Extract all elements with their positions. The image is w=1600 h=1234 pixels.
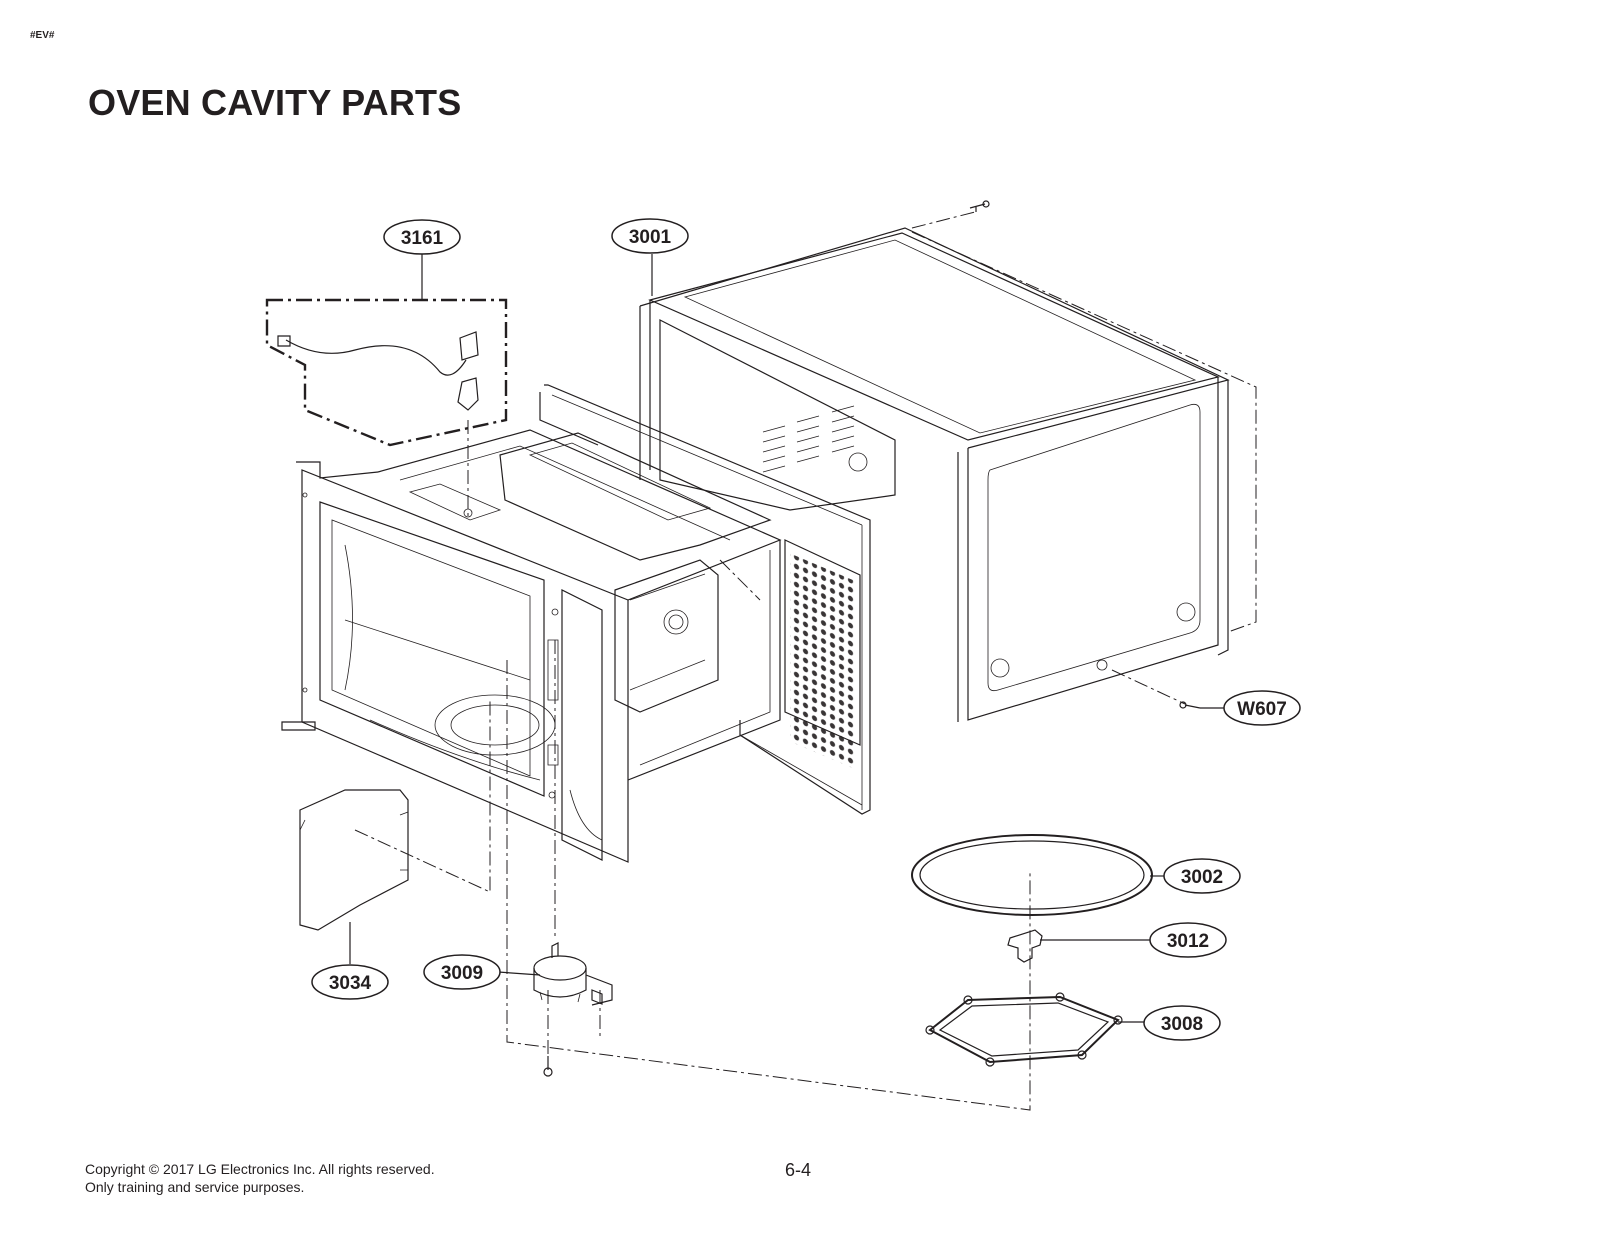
- turntable-motor: [533, 942, 613, 1006]
- callout-3161-label: 3161: [401, 228, 444, 249]
- callout-3161: 3161: [383, 219, 461, 255]
- callout-3009: 3009: [423, 954, 501, 990]
- roller-ring: [925, 992, 1123, 1067]
- callout-3034: 3034: [311, 964, 389, 1000]
- copyright-line: Copyright © 2017 LG Electronics Inc. All…: [85, 1161, 435, 1177]
- callout-3002: 3002: [1163, 858, 1241, 894]
- page-title: OVEN CAVITY PARTS: [88, 82, 462, 123]
- screw-w607-icon: [1179, 701, 1201, 709]
- projection-lines: [354, 211, 1257, 1111]
- callout-3012-label: 3012: [1167, 931, 1209, 952]
- waveguide-cover: [299, 789, 409, 931]
- leader-lines: [349, 254, 1224, 1023]
- glass-tray: [911, 834, 1153, 916]
- screw-bottom-icon: [543, 1056, 553, 1077]
- callout-3012: 3012: [1149, 922, 1227, 958]
- callout-3008: 3008: [1143, 1005, 1221, 1041]
- coupler: [1007, 929, 1043, 963]
- callout-3001-label: 3001: [629, 227, 672, 248]
- screw-icon: [969, 200, 990, 212]
- document-tag: #EV#: [30, 30, 55, 41]
- callout-3009-label: 3009: [441, 963, 483, 984]
- oven-cavity-assembly: [281, 384, 871, 863]
- outer-cabinet: [639, 227, 1230, 722]
- purpose-line: Only training and service purposes.: [85, 1179, 305, 1195]
- page-number: 6-4: [785, 1160, 812, 1180]
- copyright-footer: Copyright © 2017 LG Electronics Inc. All…: [85, 1160, 435, 1196]
- callout-w607: W607: [1223, 690, 1301, 726]
- callout-3008-label: 3008: [1161, 1014, 1203, 1035]
- callout-3001: 3001: [611, 218, 689, 254]
- callout-3034-label: 3034: [329, 973, 372, 994]
- cabinet-vents: [762, 405, 855, 473]
- callout-w607-label: W607: [1237, 699, 1287, 720]
- callout-3002-label: 3002: [1181, 867, 1223, 888]
- sensor-harness-assembly: [265, 298, 508, 447]
